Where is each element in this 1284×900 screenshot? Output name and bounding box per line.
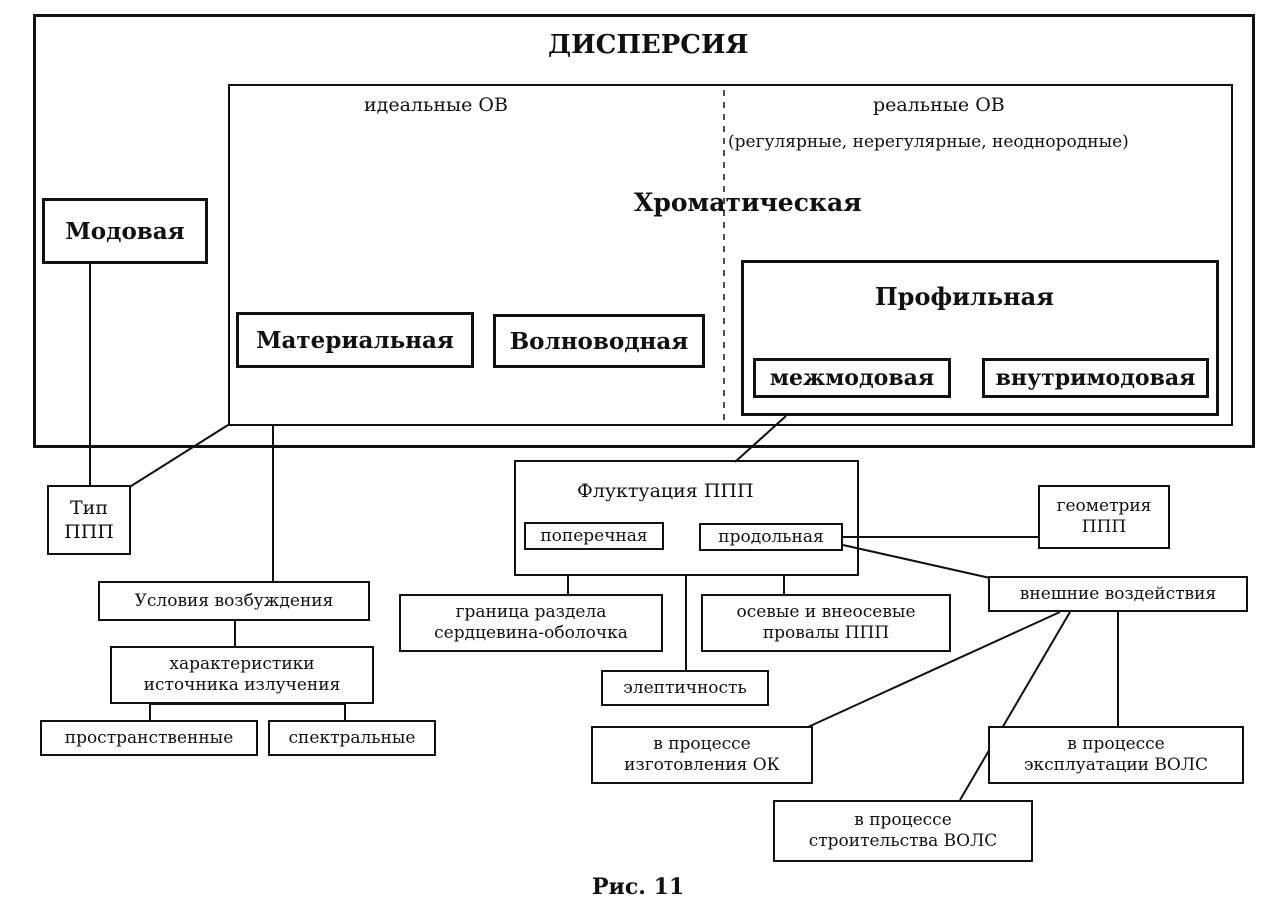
- fluctuation-label: Флуктуация ППП: [577, 480, 754, 502]
- external-influences-box: внешние воздействия: [988, 576, 1248, 612]
- transverse-box: поперечная: [524, 522, 664, 550]
- intramode-box: внутримодовая: [982, 358, 1209, 398]
- dispersion-frame: [33, 14, 1255, 448]
- source-characteristics-box: характеристики источника излучения: [110, 646, 374, 704]
- spectral-box: спектральные: [268, 720, 436, 756]
- material-box: Материальная: [236, 312, 474, 368]
- construction-box: в процессе строительства ВОЛС: [773, 800, 1033, 862]
- fluctuation-frame: [514, 460, 859, 576]
- axial-dips-box: осевые и внеосевые провалы ППП: [701, 594, 951, 652]
- ppp-type-box: Тип ППП: [47, 485, 131, 555]
- ideal-fibers-label: идеальные ОВ: [364, 94, 508, 116]
- chromatic-label: Хроматическая: [634, 188, 862, 217]
- spatial-box: пространственные: [40, 720, 258, 756]
- real-fibers-label: реальные ОВ: [873, 94, 1005, 116]
- excitation-box: Условия возбуждения: [98, 581, 370, 621]
- figure-caption: Рис. 11: [592, 874, 685, 900]
- ellipticity-box: элептичность: [601, 670, 769, 706]
- profile-label: Профильная: [875, 282, 1054, 311]
- intermode-box: межмодовая: [753, 358, 951, 398]
- chromatic-frame: [228, 84, 1233, 426]
- diagram-title: ДИСПЕРСИЯ: [548, 30, 749, 60]
- manufacturing-box: в процессе изготовления ОК: [591, 726, 813, 784]
- operation-box: в процессе эксплуатации ВОЛС: [988, 726, 1244, 784]
- real-fibers-subtitle: (регулярные, нерегулярные, неоднородные): [728, 132, 1129, 152]
- profile-frame: [741, 260, 1219, 416]
- waveguide-box: Волноводная: [493, 314, 705, 368]
- modal-box: Модовая: [42, 198, 208, 264]
- geometry-box: геометрия ППП: [1038, 485, 1170, 549]
- core-cladding-box: граница раздела сердцевина-оболочка: [399, 594, 663, 652]
- longitudinal-box: продольная: [699, 523, 843, 551]
